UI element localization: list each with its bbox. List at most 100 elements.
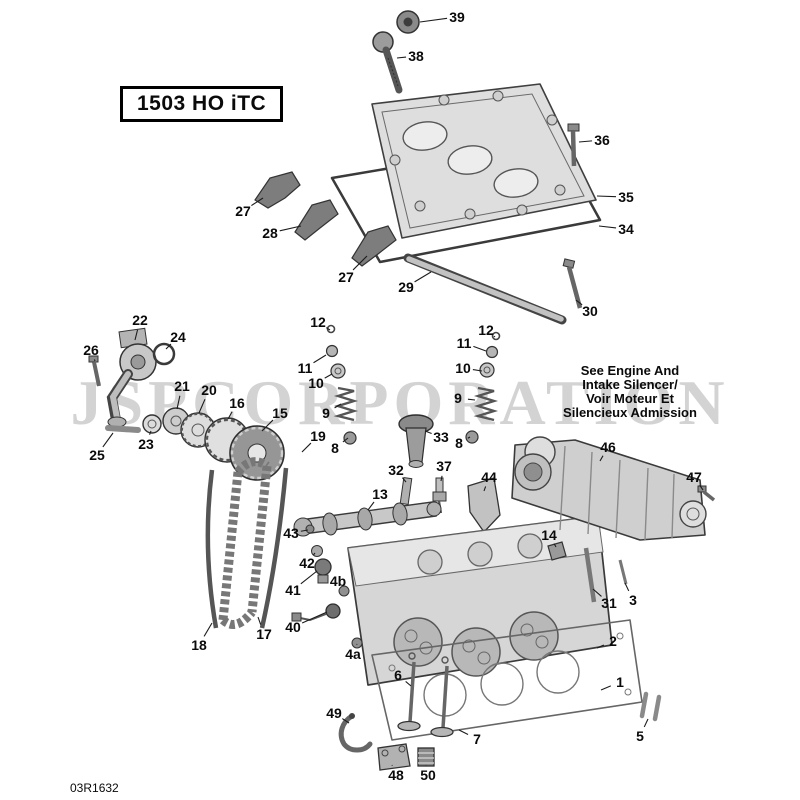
leader-line-17 bbox=[257, 616, 262, 625]
leader-line-7 bbox=[458, 729, 469, 736]
valve-cover bbox=[371, 83, 597, 239]
gears-20-21 bbox=[162, 407, 216, 448]
callout-2: 2 bbox=[609, 633, 617, 649]
callout-44: 44 bbox=[481, 469, 497, 485]
callout-32: 32 bbox=[388, 462, 404, 478]
callout-40: 40 bbox=[285, 619, 301, 635]
leader-line-40 bbox=[301, 611, 328, 624]
leader-line-27 bbox=[352, 255, 368, 271]
water-pump-22 bbox=[106, 327, 157, 428]
leader-line-6 bbox=[405, 681, 412, 687]
callout-8: 8 bbox=[331, 440, 339, 456]
callout-24: 24 bbox=[170, 329, 186, 345]
leader-line-8 bbox=[342, 437, 349, 443]
callout-27: 27 bbox=[235, 203, 251, 219]
callout-30: 30 bbox=[582, 303, 598, 319]
leader-line-2 bbox=[596, 644, 605, 649]
leader-line-36 bbox=[578, 140, 593, 143]
callout-6: 6 bbox=[394, 667, 402, 683]
callout-17: 17 bbox=[256, 626, 272, 642]
callout-16: 16 bbox=[229, 395, 245, 411]
callout-5: 5 bbox=[636, 728, 644, 744]
callout-49: 49 bbox=[326, 705, 342, 721]
callout-19: 19 bbox=[310, 428, 326, 444]
leader-line-29 bbox=[414, 271, 432, 283]
cover-bolt-38 bbox=[372, 31, 403, 94]
callout-12: 12 bbox=[478, 322, 494, 338]
intake-silencer-note: See Engine And Intake Silencer/ Voir Mot… bbox=[563, 363, 697, 420]
leader-line-11 bbox=[313, 354, 327, 364]
o-ring-24 bbox=[152, 342, 176, 366]
leader-line-44 bbox=[483, 486, 487, 492]
plug-tube-32 bbox=[399, 477, 413, 505]
callout-43: 43 bbox=[283, 525, 299, 541]
callout-14: 14 bbox=[541, 527, 557, 543]
callout-37: 37 bbox=[436, 458, 452, 474]
leader-line-19 bbox=[301, 442, 312, 453]
leader-line-38 bbox=[396, 56, 407, 59]
leader-line-49 bbox=[342, 718, 350, 724]
valve-stack-right bbox=[465, 331, 501, 444]
chain-guides-17-18 bbox=[205, 467, 289, 629]
valves-6-7 bbox=[397, 652, 454, 738]
leader-line-47 bbox=[699, 484, 704, 491]
callout-4a: 4a bbox=[345, 646, 361, 662]
callout-33: 33 bbox=[433, 429, 449, 445]
bushing-50 bbox=[417, 747, 435, 767]
callout-35: 35 bbox=[618, 189, 634, 205]
leader-line-27 bbox=[251, 197, 264, 207]
callout-15: 15 bbox=[272, 405, 288, 421]
cylinder-head-2 bbox=[347, 515, 613, 686]
callout-29: 29 bbox=[398, 279, 414, 295]
leader-line-1 bbox=[600, 685, 611, 691]
leader-lines bbox=[93, 17, 704, 766]
model-label: 1503 HO iTC bbox=[120, 86, 284, 122]
callout-28: 28 bbox=[262, 225, 278, 241]
callout-22: 22 bbox=[132, 312, 148, 328]
leader-line-39 bbox=[419, 17, 448, 23]
callout-48: 48 bbox=[388, 767, 404, 783]
leader-line-5 bbox=[643, 718, 649, 728]
leader-line-10 bbox=[472, 369, 483, 372]
leader-line-43 bbox=[300, 529, 309, 532]
callout-20: 20 bbox=[201, 382, 217, 398]
callout-46: 46 bbox=[600, 439, 616, 455]
callout-9: 9 bbox=[454, 390, 462, 406]
callout-8: 8 bbox=[455, 435, 463, 451]
tappet-33 bbox=[398, 414, 434, 468]
callout-9: 9 bbox=[322, 405, 330, 421]
leader-line-3 bbox=[624, 582, 630, 592]
callout-42: 42 bbox=[299, 555, 315, 571]
flange-bolt-36 bbox=[567, 123, 580, 167]
leader-line-34 bbox=[598, 225, 617, 229]
callout-18: 18 bbox=[191, 637, 207, 653]
leader-line-28 bbox=[279, 225, 302, 232]
callout-31: 31 bbox=[601, 595, 617, 611]
leader-line-46 bbox=[599, 455, 604, 462]
leader-line-10 bbox=[324, 373, 333, 379]
callout-12: 12 bbox=[310, 314, 326, 330]
leader-line-24 bbox=[165, 343, 172, 350]
callout-10: 10 bbox=[455, 360, 471, 376]
leader-line-37 bbox=[440, 475, 443, 482]
leader-line-35 bbox=[596, 195, 617, 198]
mount-48 bbox=[377, 743, 411, 771]
bracket-44 bbox=[467, 477, 501, 534]
valve-stack-left bbox=[325, 324, 359, 445]
bracket-49 bbox=[338, 713, 373, 753]
head-gasket-1 bbox=[371, 619, 643, 741]
callout-10: 10 bbox=[308, 375, 324, 391]
callout-11: 11 bbox=[297, 360, 313, 376]
callout-25: 25 bbox=[89, 447, 105, 463]
timing-chain bbox=[218, 457, 272, 629]
callout-41: 41 bbox=[285, 582, 301, 598]
callout-23: 23 bbox=[138, 436, 154, 452]
leader-line-22 bbox=[134, 329, 139, 341]
leader-line-8 bbox=[467, 436, 471, 439]
camshaft-13 bbox=[293, 501, 442, 537]
leader-line-30 bbox=[575, 299, 583, 306]
leader-line-23 bbox=[149, 430, 152, 435]
callout-34: 34 bbox=[618, 221, 634, 237]
